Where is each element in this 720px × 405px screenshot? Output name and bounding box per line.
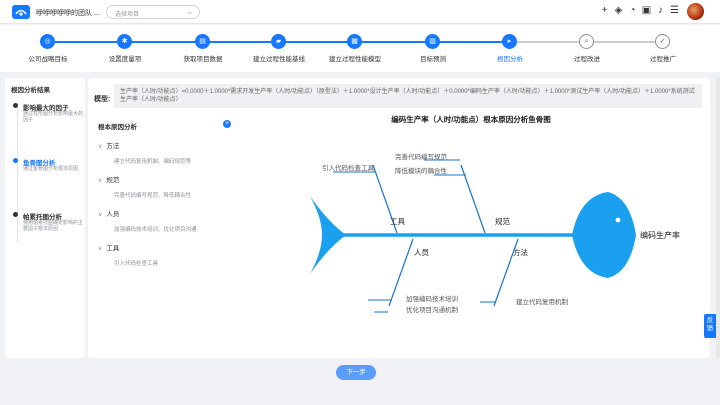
bone-method — [493, 238, 519, 307]
tree-group-tools[interactable]: ∨工具 — [98, 242, 119, 252]
fishbone-title: 编码生产率（人时/功能点）根本原因分析鱼骨图 — [391, 114, 551, 124]
feedback-button[interactable]: 反馈 — [704, 314, 716, 338]
project-select-placeholder: 选择项目 — [115, 12, 140, 18]
timeline-dot — [13, 103, 18, 108]
step-baseline-label[interactable]: 建立过程性能基线 — [253, 56, 305, 63]
bone-tools-label: 工具 — [390, 217, 405, 226]
step-predict-label[interactable]: 目标预测 — [420, 56, 446, 63]
settings-sliders-icon[interactable]: ☰ — [670, 5, 679, 16]
bone-standard — [460, 164, 486, 234]
sidebar-item-desc: 使用帕累托图确定影响的主要因子根本原因 — [23, 220, 84, 232]
sidebar-item-desc: 通过柱形图分析影响最大的因子 — [23, 111, 84, 123]
step-rootcause-label[interactable]: 根因分析 — [497, 56, 523, 63]
cause-text: 优化项目沟通机制 — [406, 305, 459, 314]
tree-leaf[interactable]: 加强编码技术培训、优化项目沟通 — [114, 227, 197, 233]
model-row: 模型: 生产率（人时/功能点）=0.0000＋1.0000*需求开发生产率（人时… — [94, 84, 702, 108]
team-name[interactable]: 咿咿咿咿咿的团队 ... — [36, 10, 100, 17]
step-model-node[interactable]: ▦ — [347, 34, 362, 49]
pie-chart-icon[interactable]: ◔ — [629, 5, 636, 16]
sidebar-item-title: 影响最大的因子 — [23, 105, 69, 112]
bone-people-label: 人员 — [414, 248, 429, 257]
step-improve-node[interactable]: ⌕ — [579, 34, 594, 49]
fishbone-diagram: 编码生产率（人时/功能点）根本原因分析鱼骨图 编码生产率 工具 引入代码检查工具… — [310, 114, 680, 314]
step-strategy-node[interactable]: ◎ — [40, 34, 55, 49]
top-bar: 咿咿咿咿咿的团队 ... 选择项目 ⌄ + ◈ ◔ ▣ ♪ ☰ — [0, 0, 720, 24]
root-cause-tree: 根本原因分析 + ∨方法 建立代码复用机制、编码规范等 ∨规范 完善代码编写规范… — [94, 118, 234, 353]
timeline-dot-active — [13, 158, 18, 163]
scrollbar[interactable] — [716, 78, 720, 358]
fish-eye — [615, 217, 621, 223]
step-model-label[interactable]: 建立过程性能模型 — [329, 56, 381, 63]
avatar[interactable] — [687, 3, 704, 20]
chevron-down-icon: ∨ — [98, 212, 103, 218]
cause-text: 加强编码技术培训 — [406, 294, 458, 303]
step-promote-node[interactable]: ✓ — [655, 34, 670, 49]
bell-icon[interactable]: ♪ — [658, 5, 663, 16]
next-step-button[interactable]: 下一步 — [336, 365, 376, 380]
analysis-sidebar: 根因分析结果 影响最大的因子 通过柱形图分析影响最大的因子 鱼骨图分析 通过鱼骨… — [5, 78, 85, 358]
chevron-down-icon: ∨ — [98, 178, 103, 184]
sidebar-item-title: 帕累托图分析 — [23, 214, 62, 221]
project-select[interactable]: 选择项目 ⌄ — [106, 5, 200, 19]
tree-group-label: 方法 — [106, 143, 120, 150]
step-metrics-label[interactable]: 设置度量项 — [108, 56, 142, 63]
step-predict-node[interactable]: ▥ — [425, 34, 440, 49]
cause-text: 引入代码检查工具 — [322, 163, 375, 172]
tree-leaf[interactable]: 建立代码复用机制、编码规范等 — [114, 159, 192, 165]
sidebar-title: 根因分析结果 — [11, 87, 50, 94]
sidebar-item-desc: 通过鱼骨图分析根本原因 — [23, 166, 79, 172]
step-data-label[interactable]: 获取项目数据 — [183, 56, 223, 63]
tree-group-standard[interactable]: ∨规范 — [98, 174, 119, 184]
sidebar-timeline — [17, 102, 18, 242]
chevron-down-icon: ⌄ — [187, 9, 193, 16]
fish-tail — [310, 196, 346, 274]
step-metrics-node[interactable]: ✱ — [117, 34, 132, 49]
sidebar-item-title: 鱼骨图分析 — [23, 160, 56, 167]
process-steps: ◎ 公司战略目标 ✱ 设置度量项 ▤ 获取项目数据 ▰ 建立过程性能基线 ▦ 建… — [0, 25, 720, 72]
bone-standard-label: 规范 — [495, 216, 510, 226]
tree-group-label: 规范 — [106, 177, 120, 184]
model-formula: 生产率（人时/功能点）=0.0000＋1.0000*需求开发生产率（人时/功能点… — [114, 84, 702, 108]
chevron-down-icon: ∨ — [98, 144, 103, 150]
cause-text: 完善代码编写规范 — [395, 152, 448, 161]
add-cause-button[interactable]: + — [223, 120, 231, 128]
tree-group-label: 工具 — [106, 245, 120, 252]
header-tools: + ◈ ◔ ▣ ♪ ☰ — [599, 5, 680, 17]
main-panel: 模型: 生产率（人时/功能点）=0.0000＋1.0000*需求开发生产率（人时… — [88, 78, 710, 358]
step-strategy-label[interactable]: 公司战略目标 — [28, 56, 68, 63]
briefcase-icon[interactable]: ▣ — [641, 5, 652, 16]
chevron-down-icon: ∨ — [98, 246, 103, 252]
layers-icon[interactable]: ◈ — [614, 5, 623, 16]
fishbone-head-label: 编码生产率 — [640, 230, 680, 240]
step-rootcause-node[interactable]: ▸ — [502, 34, 517, 49]
model-label: 模型: — [94, 96, 111, 103]
step-baseline-node[interactable]: ▰ — [271, 34, 286, 49]
tree-leaf[interactable]: 完善代码编写规范、降低耦合性 — [114, 193, 192, 199]
cause-text: 建立代码复用机制 — [516, 297, 569, 306]
tree-group-people[interactable]: ∨人员 — [98, 208, 119, 218]
bone-tools — [372, 164, 398, 234]
bone-method-label: 方法 — [513, 247, 528, 257]
plus-icon[interactable]: + — [601, 5, 608, 16]
timeline-dot — [13, 212, 18, 217]
fish-head — [572, 192, 636, 278]
tree-leaf[interactable]: 引入代码检查工具 — [114, 261, 159, 267]
tree-group-method[interactable]: ∨方法 — [98, 140, 119, 150]
logo-icon — [12, 5, 30, 19]
tree-title: 根本原因分析 — [98, 124, 137, 131]
step-promote-label[interactable]: 过程推广 — [650, 56, 676, 63]
cause-text: 降低模块的耦合性 — [395, 166, 448, 175]
step-improve-label[interactable]: 过程改进 — [574, 56, 600, 63]
step-data-node[interactable]: ▤ — [195, 34, 210, 49]
tree-group-label: 人员 — [106, 211, 120, 218]
bone-people — [388, 238, 414, 307]
